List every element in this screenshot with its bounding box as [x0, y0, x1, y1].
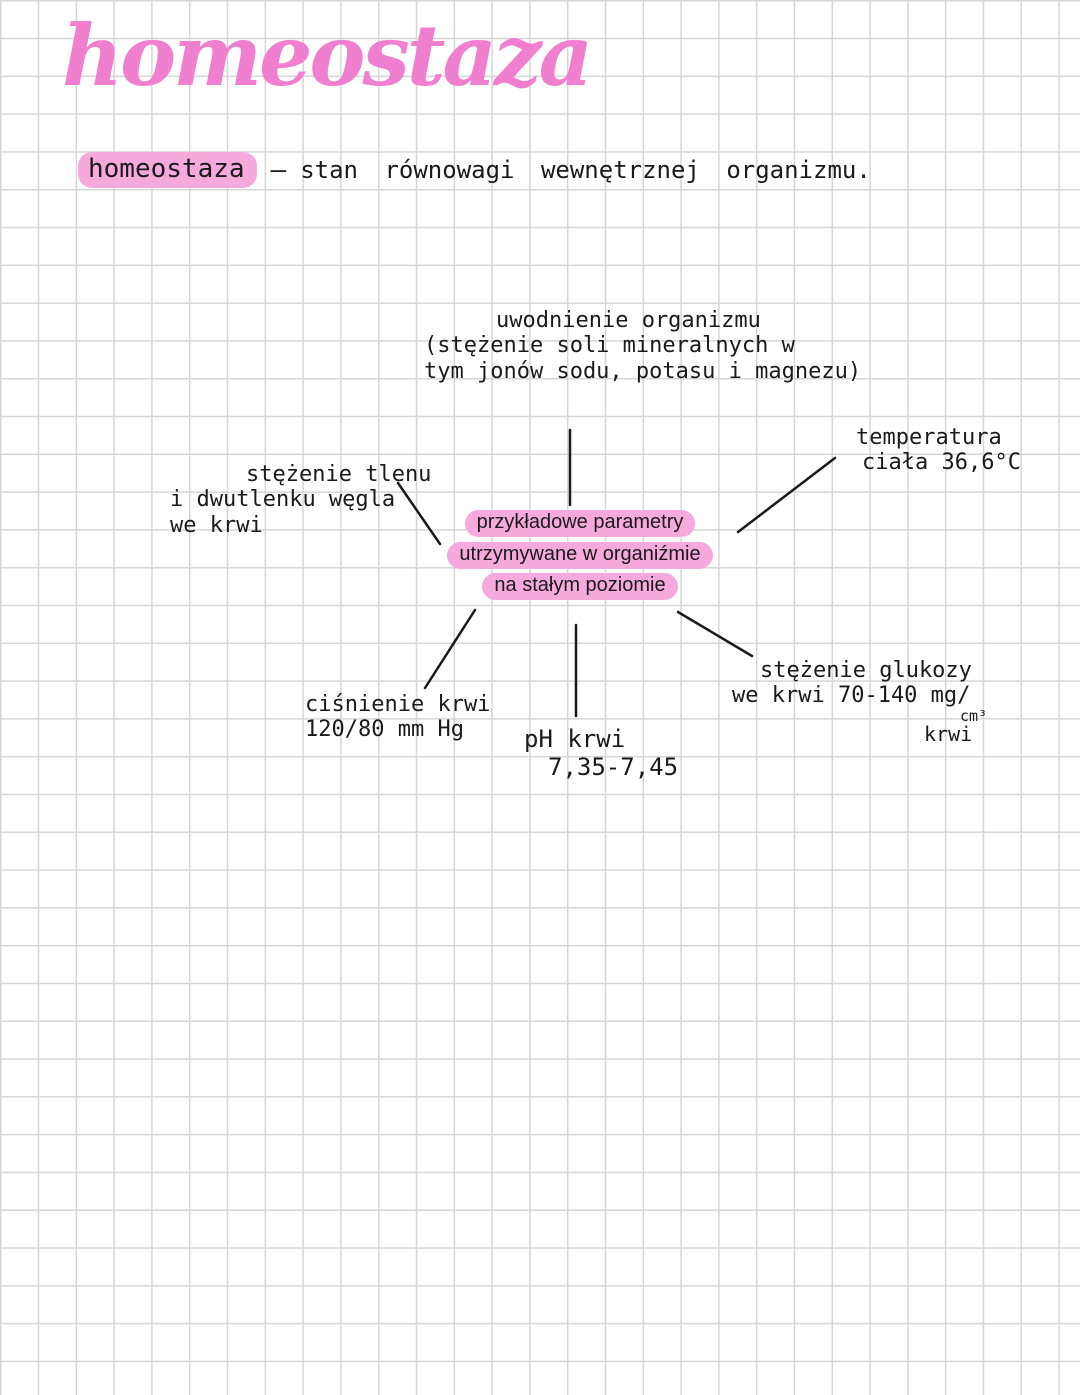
- branch-line: cm³: [960, 706, 988, 725]
- definition-text: stan równowagi wewnętrznej organizmu.: [300, 156, 871, 184]
- branch-line: pH krwi: [524, 725, 626, 753]
- branch-line: stężenie tlenu: [246, 462, 432, 487]
- branch-line: (stężenie soli mineralnych w: [424, 333, 795, 359]
- branch-oxygen: stężenie tlenu i dwutlenku węgla we krwi: [170, 462, 431, 538]
- branch-line: uwodnienie organizmu: [496, 308, 761, 333]
- branch-line: i dwutlenku węgla: [170, 487, 396, 513]
- branch-line: ciała 36,6°C: [862, 450, 1021, 476]
- branch-hydration: uwodnienie organizmu (stężenie soli mine…: [424, 308, 861, 384]
- branch-blood-pressure: ciśnienie krwi 120/80 mm Hg: [305, 692, 490, 743]
- connector-oxygen: [396, 481, 442, 546]
- definition-dash: –: [270, 155, 287, 185]
- branch-temperature: temperatura ciała 36,6°C: [856, 425, 1021, 476]
- central-concept-line: utrzymywane w organiźmie: [447, 541, 713, 569]
- branch-line: ciśnienie krwi: [305, 692, 491, 717]
- branch-line: we krwi: [170, 512, 263, 538]
- page-title: homeostaza: [62, 6, 593, 105]
- connector-temperature: [736, 456, 837, 534]
- connector-pressure: [423, 608, 477, 690]
- branch-glucose: stężenie glukozy we krwi 70-140 mg/ cm³ …: [732, 658, 987, 744]
- central-concept-line: na stałym poziomie: [482, 573, 678, 600]
- branch-ph: pH krwi 7,35-7,45: [524, 725, 679, 781]
- branch-line: 120/80 mm Hg: [305, 717, 464, 743]
- branch-line: krwi: [924, 721, 973, 746]
- branch-line: we krwi 70-140 mg/: [732, 683, 971, 709]
- connector-glucose: [676, 610, 754, 658]
- branch-line: tym jonów sodu, potasu i magnezu): [424, 358, 862, 384]
- definition-row: homeostaza – stan równowagi wewnętrznej …: [78, 152, 871, 188]
- definition-term: homeostaza: [78, 152, 257, 188]
- central-concept: przykładowe parametry utrzymywane w orga…: [420, 510, 740, 605]
- branch-line: temperatura: [856, 425, 1002, 450]
- central-concept-line: przykładowe parametry: [464, 510, 696, 537]
- branch-line: stężenie glukozy: [760, 658, 972, 683]
- branch-line: 7,35-7,45: [548, 752, 679, 781]
